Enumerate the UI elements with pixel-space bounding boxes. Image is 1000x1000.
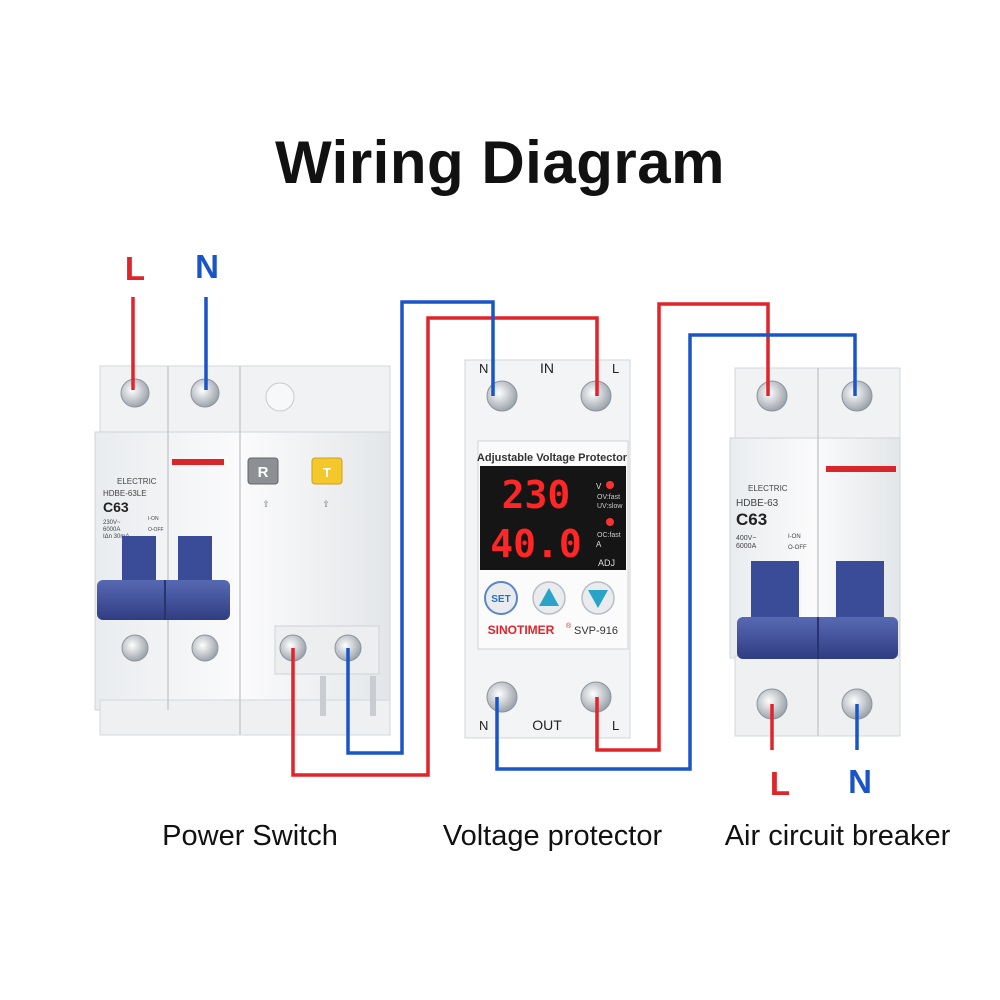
terminal-screw-icon — [486, 681, 518, 713]
unit-v: V — [596, 482, 602, 491]
reset-button-label: R — [258, 464, 269, 481]
ov-led — [606, 481, 614, 489]
power-switch-top-terminal-block — [99, 365, 391, 439]
breaker-spec-1: 400V~ — [736, 535, 756, 542]
voltage-protector-caption: Voltage protector — [442, 820, 663, 852]
oc-led — [606, 518, 614, 526]
supply-live-label: L — [125, 250, 145, 287]
power-switch-spec-2: 6000A — [103, 527, 120, 533]
protector-header: Adjustable Voltage Protector — [477, 452, 628, 464]
adj-label: ADJ — [598, 558, 615, 568]
indicator-stripe — [172, 459, 224, 465]
breaker-toggle-stem — [751, 561, 799, 623]
terminal-screw-icon — [120, 378, 150, 408]
display-window — [480, 466, 626, 570]
set-button-label: SET — [491, 594, 510, 605]
power-switch-spec-1: 230V~ — [103, 520, 121, 526]
air-circuit-breaker: ELECTRIC HDBE-63 C63 400V~ 6000A I-ON O-… — [729, 367, 901, 737]
indicator-stripe — [826, 466, 896, 472]
breaker-toggle-stem — [836, 561, 884, 623]
breaker-model: HDBE-63 — [736, 498, 779, 509]
triangle-up-icon — [539, 588, 559, 606]
terminal-screw-icon — [121, 634, 149, 662]
power-switch-rating: C63 — [103, 499, 129, 515]
in-n-label: N — [479, 361, 488, 376]
protector-model: SVP-916 — [574, 625, 618, 637]
in-l-label: L — [612, 361, 619, 376]
supply-neutral-label: N — [195, 248, 219, 285]
in-label: IN — [540, 360, 554, 376]
unit-a: A — [596, 540, 602, 549]
power-switch-spec-3: IΔn 30mA — [103, 534, 129, 540]
uv-label: UV:slow — [597, 503, 623, 510]
breaker-rating: C63 — [736, 510, 767, 529]
breaker-spec-2: 6000A — [736, 543, 757, 550]
protector-brand: SINOTIMER — [488, 623, 555, 637]
test-button[interactable] — [311, 457, 343, 485]
switch-to-protector-live-wire — [291, 316, 599, 777]
protector-to-breaker-neutral-wire — [495, 333, 857, 771]
power-switch-caption: Power Switch — [162, 820, 338, 852]
wires — [131, 297, 859, 777]
current-readout: 40.0 — [490, 522, 582, 566]
ov-label: OV:fast — [597, 494, 620, 501]
terminal-screw-icon — [191, 634, 219, 662]
power-switch: ELECTRIC HDBE-63LE C63 230V~ 6000A IΔn 3… — [94, 365, 391, 736]
switch-to-protector-neutral-wire — [346, 300, 495, 755]
breaker-toggle-stem — [178, 536, 212, 584]
off-label: O-OFF — [148, 527, 164, 533]
load-live-label: L — [770, 765, 790, 802]
off-label: O-OFF — [788, 545, 807, 551]
pin — [320, 676, 326, 716]
pin — [370, 676, 376, 716]
terminal-screw-icon — [756, 380, 788, 412]
out-l-label: L — [612, 718, 619, 733]
air-breaker-caption: Air circuit breaker — [724, 820, 951, 852]
terminal-screw-icon — [841, 380, 873, 412]
out-label: OUT — [532, 717, 562, 733]
reset-button[interactable] — [247, 457, 279, 485]
set-button[interactable] — [484, 581, 518, 615]
power-switch-brand: ELECTRIC — [117, 477, 157, 486]
load-neutral-label: N — [848, 763, 872, 800]
breaker-brand: ELECTRIC — [748, 484, 788, 493]
voltage-readout: 230 — [502, 473, 571, 517]
breaker-handle[interactable] — [97, 580, 230, 620]
test-button-label: T — [323, 465, 331, 480]
breaker-toggle-stem — [122, 536, 156, 584]
triangle-down-icon — [588, 590, 608, 608]
power-switch-bottom-block — [99, 699, 391, 736]
out-n-label: N — [479, 718, 488, 733]
voltage-protector: N IN L Adjustable Voltage Protector 230 … — [464, 359, 631, 739]
on-label: I-ON — [788, 534, 801, 540]
indicator-window — [265, 382, 295, 412]
on-label: I-ON — [148, 516, 159, 522]
oc-label: OC:fast — [597, 532, 621, 539]
protector-to-breaker-live-wire — [595, 302, 770, 752]
power-switch-model: HDBE-63LE — [103, 489, 147, 498]
diagram-title: Wiring Diagram — [275, 129, 725, 196]
arrow-up-icon: ⇧ — [262, 499, 270, 509]
arrow-up-icon: ⇧ — [322, 499, 330, 509]
registered-mark: ® — [566, 622, 572, 630]
